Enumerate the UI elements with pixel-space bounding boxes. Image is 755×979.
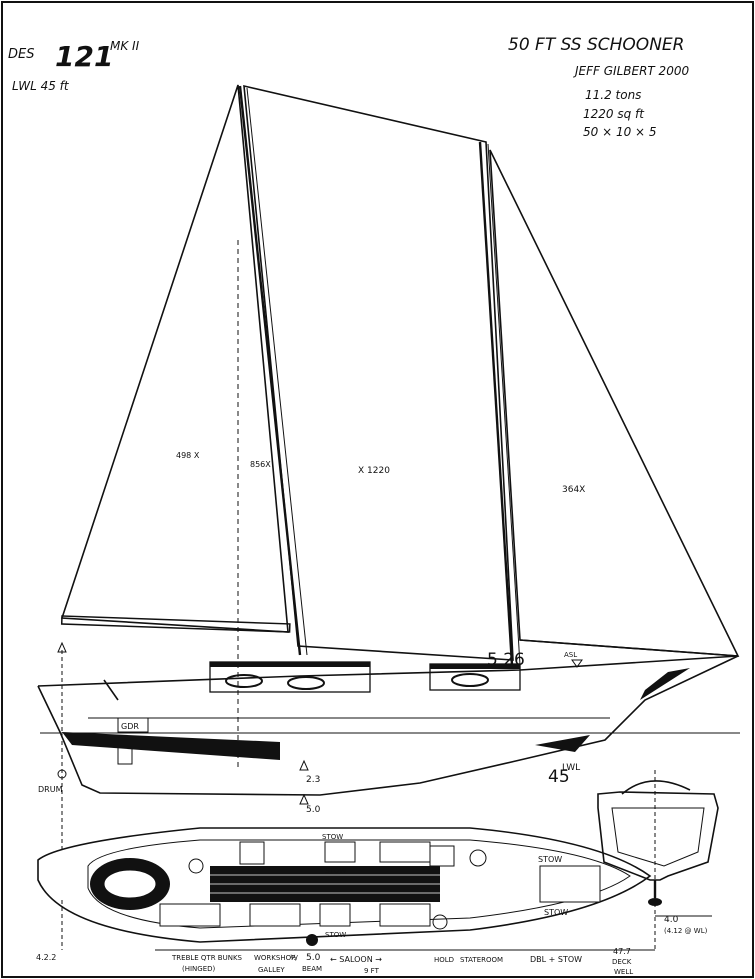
drum-marker: [57, 769, 67, 779]
gdr-label: GDR: [121, 722, 139, 731]
title-block: 50 FT SS SCHOONER JEFF GILBERT 2000 11.2…: [508, 35, 689, 139]
keel-bulb: [648, 898, 662, 906]
lwl-value: 45: [548, 767, 570, 787]
legend-dbl-stow: DBL + STOW: [530, 955, 582, 964]
legend-hold: HOLD: [434, 956, 454, 964]
plan-view: 4.2.2 STOW STOW STOW STOW STOW: [36, 827, 652, 962]
legend-saloon-sub: 9 FT: [364, 967, 380, 975]
stow-c: STOW: [325, 931, 346, 939]
stern-cockpit-inner: [103, 869, 157, 899]
lwl-mark: LWL: [562, 763, 580, 773]
locker-3: [379, 841, 431, 863]
wc-bowl: [469, 849, 487, 867]
height-value: 47.7: [613, 947, 631, 956]
main-mast-inner: [487, 143, 521, 666]
deckhouse-section: [621, 780, 691, 795]
lwl-label: LWL 45 ft: [12, 79, 70, 93]
fore-mast: [238, 85, 302, 656]
legend-workshop-half: ½: [290, 954, 297, 962]
fore-mast-inner: [246, 87, 308, 656]
midship-section: 4.0 (4.12 @ WL) 47.7: [597, 770, 719, 956]
sink-2: [432, 914, 448, 930]
sail-area: 1220 sq ft: [583, 107, 645, 121]
locker-8: [379, 903, 431, 927]
locker-7: [319, 903, 351, 927]
hull-profile: GDR DRUM 2.3 5.0 LWL 45: [37, 641, 740, 850]
locker-1: [239, 841, 265, 865]
hatch-post: [306, 934, 318, 946]
stow-top: STOW: [538, 855, 562, 864]
porthole-3: [451, 673, 489, 687]
bow-stow-box: [539, 865, 601, 903]
draft-a: 2.3: [306, 775, 320, 785]
gdr-box: [117, 717, 149, 733]
bottom-band: [62, 732, 280, 760]
drum-label: DRUM: [38, 785, 63, 794]
legend-deck: DECK: [612, 958, 632, 966]
fore-boom: [60, 615, 291, 633]
hull-outline: [37, 655, 739, 796]
locker-4: [429, 845, 455, 867]
locker-5: [159, 903, 221, 927]
asl-marker: [571, 659, 583, 668]
beam-value: 4.0: [664, 915, 679, 925]
drawing-title: 50 FT SS SCHOONER: [508, 35, 684, 55]
deckhouse-aft-top: [430, 664, 520, 669]
asl-label: ASL: [564, 651, 577, 659]
deckhouse-fore-top: [210, 662, 370, 667]
draft-b: 5.0: [306, 805, 321, 815]
sheer-line: [37, 655, 739, 687]
legend-row: TREBLE QTR BUNKS (HINGED) WORKSHOP/ ½ GA…: [155, 949, 655, 976]
design-number: 121: [55, 40, 113, 73]
section-outline: [597, 791, 719, 881]
legend-bunks-sub: (HINGED): [182, 965, 216, 973]
locker-2: [324, 841, 356, 863]
plan-mark-left: 4.2.2: [36, 953, 56, 962]
fore-mast-mark: 856X: [250, 460, 271, 469]
plan-outline: [37, 827, 652, 943]
legend-beam: 5.0: [306, 953, 321, 963]
main-area-label: X 1220: [358, 466, 390, 476]
draft-a-arrow: [299, 759, 309, 771]
locker-6: [249, 903, 301, 927]
draft-b-arrow: [299, 793, 309, 805]
design-mark: MK II: [110, 39, 140, 53]
stern-band: [535, 735, 590, 752]
mizzen-area-label: 364X: [562, 485, 585, 495]
legend-stateroom: STATEROOM: [460, 956, 503, 964]
jib-foot: [519, 639, 739, 657]
legend-workshop: WORKSHOP/: [254, 954, 298, 962]
section-inner: [611, 807, 705, 867]
jib-sail: [489, 149, 740, 657]
sink-1: [188, 858, 204, 874]
porthole-1: [225, 674, 263, 688]
stow-a: STOW: [322, 833, 343, 841]
rudder-post: [103, 679, 119, 701]
plan-inner: [87, 839, 631, 929]
porthole-2: [287, 676, 325, 690]
displacement: 11.2 tons: [585, 88, 641, 102]
legend-well: WELL: [614, 968, 633, 976]
designer-credit: JEFF GILBERT 2000: [573, 64, 689, 78]
legend-galley: GALLEY: [258, 966, 285, 974]
beam-sub: (4.12 @ WL): [664, 927, 708, 935]
legend-saloon: ← SALOON →: [330, 955, 382, 964]
fore-area-label: 498 X: [176, 451, 200, 460]
legend-beam-sub: BEAM: [302, 965, 322, 973]
bow-band: [640, 668, 690, 700]
stow-b: STOW: [325, 867, 346, 875]
dimensions: 50 × 10 × 5: [583, 125, 657, 139]
main-mast: [478, 141, 514, 666]
tiller-box: [117, 741, 133, 765]
design-header: DES 121 MK II LWL 45 ft: [8, 39, 140, 93]
des-prefix: DES: [8, 47, 34, 62]
fore-sail: [60, 84, 289, 633]
main-sail: [243, 84, 514, 661]
stow-bottom: STOW: [544, 908, 568, 917]
profile-arrow-top: [57, 641, 67, 653]
sail-plan: 498 X 856X X 1220 364X 5 26 ASL: [60, 84, 740, 770]
legend-bunks: TREBLE QTR BUNKS: [171, 954, 243, 962]
